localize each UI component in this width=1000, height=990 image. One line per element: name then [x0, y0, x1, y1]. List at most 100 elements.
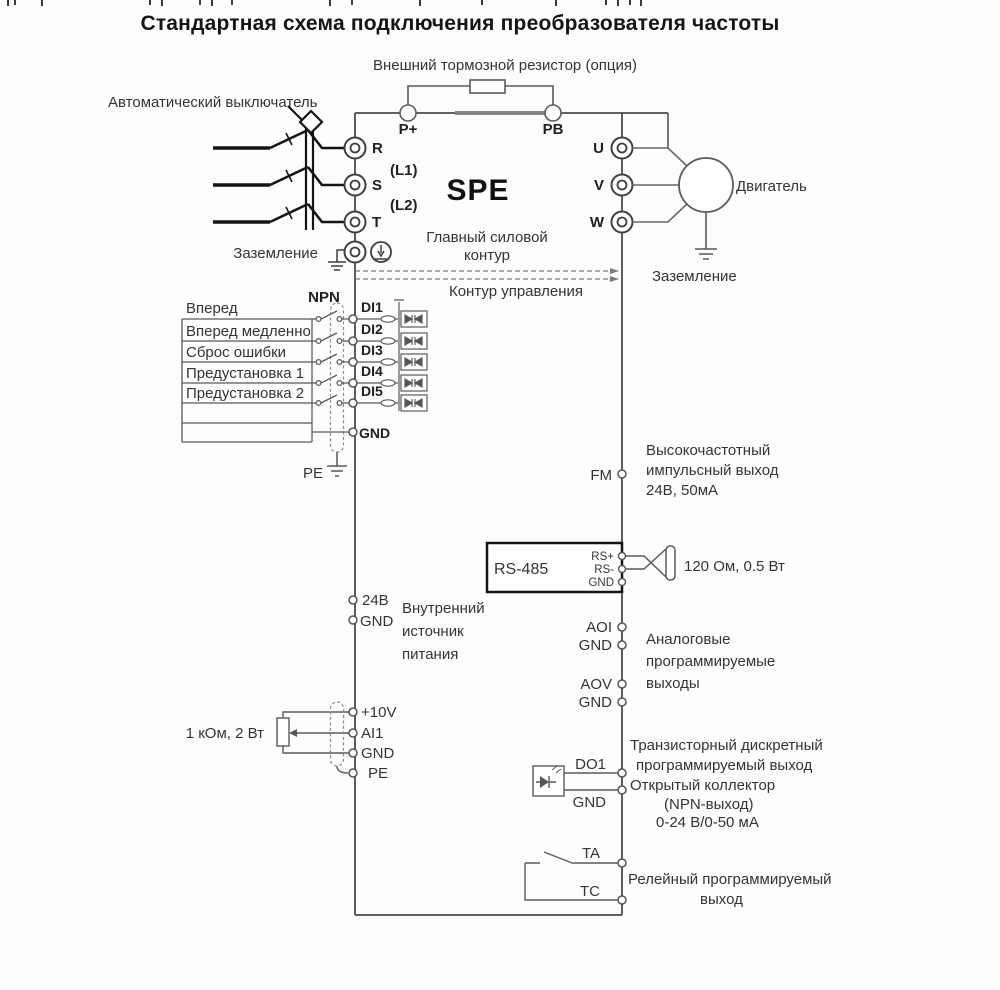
- transistor-text: 0-24 В/0-50 мА: [656, 814, 759, 831]
- ground-left-symbol: [328, 240, 392, 271]
- di-row-label: Вперед медленно: [186, 323, 311, 340]
- di-terminal-label: DI4: [361, 363, 383, 379]
- twisted-pair-terminator: [626, 545, 676, 581]
- ground-right-label: Заземление: [652, 268, 737, 285]
- page-title: Стандартная схема подключения преобразов…: [140, 12, 780, 35]
- tc-label: TC: [580, 883, 600, 900]
- aoi-label: AOI: [586, 619, 612, 636]
- brake-resistor-loop: [407, 79, 554, 105]
- relay-circuit: [524, 851, 618, 901]
- analog-out-text: программируемые: [646, 653, 775, 670]
- rs485-terminals: [617, 551, 627, 587]
- di-row-label: Предустановка 2: [186, 385, 304, 402]
- motor-label: Двигатель: [736, 178, 807, 195]
- label-t: T: [372, 214, 381, 231]
- analog-ai1-label: AI1: [361, 725, 384, 742]
- rs485-plus-label: RS+: [591, 551, 614, 563]
- brake-resistor-symbol: [469, 79, 506, 94]
- analog-in-terminals: [348, 707, 358, 778]
- aov-label: AOV: [580, 676, 612, 693]
- output-terminals: [610, 136, 634, 234]
- fm-terminal: [617, 469, 627, 479]
- breaker-symbol: [213, 105, 344, 230]
- di-gnd-label: GND: [359, 425, 390, 441]
- shielded-cable-analog: [329, 701, 345, 767]
- label-l2: (L2): [390, 197, 418, 214]
- transistor-text: (NPN-выход): [664, 796, 754, 813]
- transistor-text: программируемый выход: [636, 757, 813, 774]
- motor-symbol: [678, 157, 734, 213]
- supply-gnd-label: GND: [360, 613, 394, 630]
- fm-text: Высокочастотный: [646, 442, 770, 459]
- do1-label: DO1: [575, 756, 606, 773]
- potentiometer-circuit: [276, 711, 349, 774]
- supply-text: источник: [402, 623, 464, 640]
- clipped-text-artifacts: [7, 0, 642, 6]
- aoi-gnd-label: GND: [579, 637, 613, 654]
- fm-label: FM: [590, 467, 612, 484]
- do1-terminals: [617, 768, 627, 795]
- motor-wires: [632, 147, 689, 223]
- npn-label: NPN: [308, 289, 340, 306]
- breaker-label: Автоматический выключатель: [108, 94, 318, 111]
- analog-out-text: Аналоговые: [646, 631, 730, 648]
- analog-pe-label: PE: [368, 765, 388, 782]
- label-u: U: [593, 140, 604, 157]
- ta-label: TA: [582, 845, 600, 862]
- di-row-label: Предустановка 1: [186, 365, 304, 382]
- fm-text: импульсный выход: [646, 462, 779, 479]
- transistor-text: Открытый коллектор: [630, 777, 775, 794]
- rs485-minus-label: RS-: [594, 564, 614, 576]
- label-v: V: [594, 177, 604, 194]
- input-terminals: [343, 136, 367, 234]
- main-circuit-label-2: контур: [464, 247, 510, 264]
- supply-terminals: [348, 595, 358, 625]
- separator-arrows: [610, 268, 619, 282]
- terminal-p-plus: [399, 104, 417, 122]
- di-switches: [312, 310, 349, 433]
- label-p-plus: P+: [399, 121, 418, 138]
- main-circuit-label-1: Главный силовой: [426, 229, 548, 246]
- do1-circuit: [532, 765, 618, 797]
- pe-ground-symbol: [327, 452, 347, 477]
- analog-out-terminals: [617, 622, 627, 707]
- pot-label: 1 кОм, 2 Вт: [186, 725, 264, 742]
- di-label-box: [181, 318, 313, 443]
- relay-terminals: [617, 858, 627, 905]
- analog-out-text: выходы: [646, 675, 700, 692]
- label-l1: (L1): [390, 162, 418, 179]
- label-r: R: [372, 140, 383, 157]
- terminal-pb: [544, 104, 562, 122]
- ground-left-label: Заземление: [233, 245, 318, 262]
- pe-label: PE: [303, 465, 323, 482]
- control-circuit-label: Контур управления: [449, 283, 583, 300]
- fm-text: 24В, 50мА: [646, 482, 718, 499]
- di-terminal-label: DI2: [361, 321, 383, 337]
- supply-text: питания: [402, 646, 458, 663]
- label-s: S: [372, 177, 382, 194]
- analog-10v-label: +10V: [361, 704, 396, 721]
- analog-gnd-label: GND: [361, 745, 395, 762]
- supply-24v-label: 24В: [362, 592, 389, 609]
- di-terminal-label: DI5: [361, 383, 383, 399]
- label-pb: PB: [543, 121, 564, 138]
- rs485-label: RS-485: [494, 561, 548, 578]
- device-name: SPE: [446, 174, 509, 207]
- motor-ground-symbol: [695, 212, 717, 260]
- do1-gnd-label: GND: [573, 794, 607, 811]
- di-row-label: Сброс ошибки: [186, 344, 286, 361]
- aov-gnd-label: GND: [579, 694, 613, 711]
- rs485-box: [485, 541, 624, 594]
- di-terminal-label: DI3: [361, 342, 383, 358]
- transistor-text: Транзисторный дискретный: [630, 737, 823, 754]
- relay-text: выход: [700, 891, 743, 908]
- brake-resistor-label: Внешний тормозной резистор (опция): [373, 57, 637, 74]
- optocoupler-symbols: [357, 299, 428, 412]
- label-w: W: [590, 214, 605, 231]
- relay-text: Релейный программируемый: [628, 871, 832, 888]
- supply-text: Внутренний: [402, 600, 485, 617]
- di-terminal-label: DI1: [361, 299, 383, 315]
- circuit-separator: [355, 270, 610, 280]
